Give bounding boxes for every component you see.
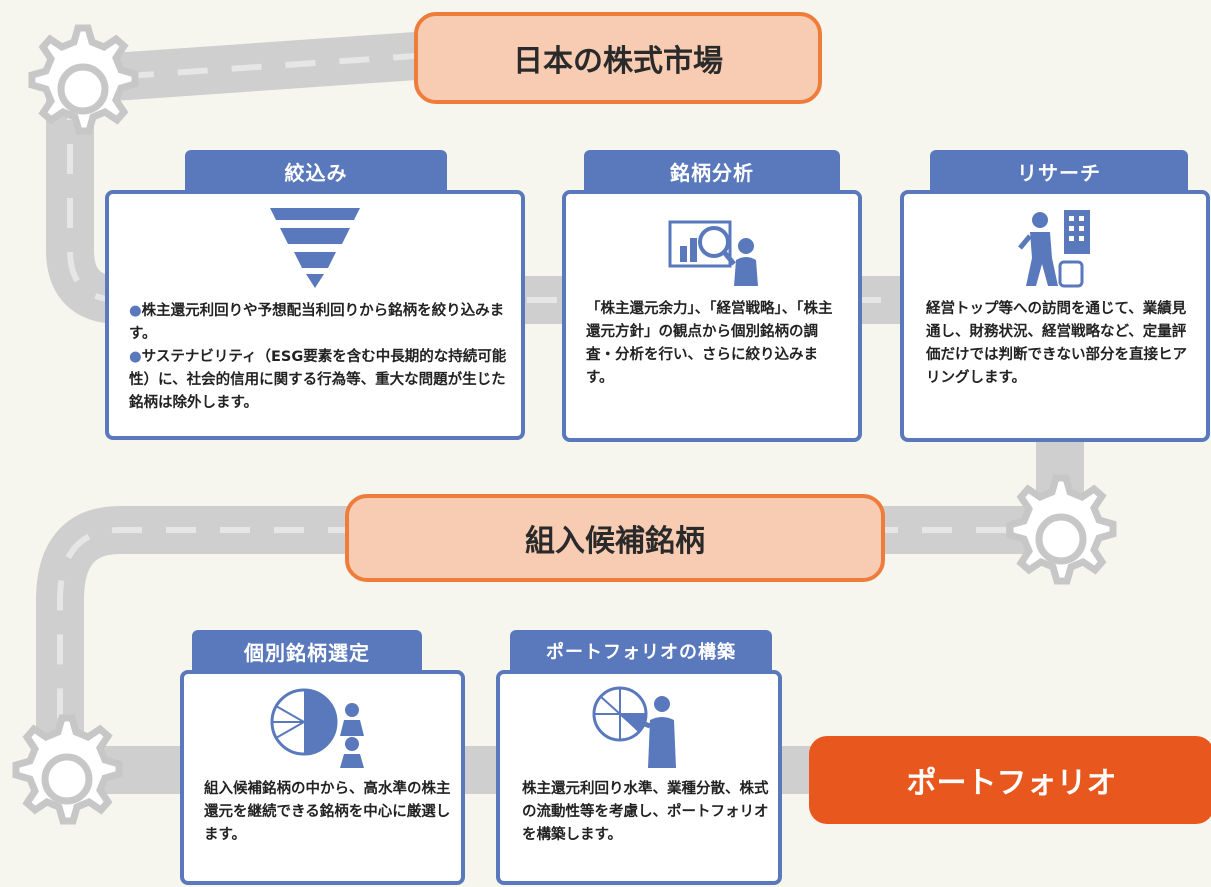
research-text: 経営トップ等への訪問を通じて、業績見通し、財務状況、経営戦略など、定量評価だけで… (926, 301, 1187, 386)
construction-box (496, 670, 782, 885)
research-title: リサーチ (930, 150, 1188, 192)
research-card: リサーチ 経営トップ等への訪問を通じて、業績見通し、財務状況、経営戦略など、定量… (900, 150, 1210, 442)
selection-title: 個別銘柄選定 (192, 630, 422, 672)
gear-icon (12, 714, 123, 825)
portfolio-label: ポートフォリオ (809, 736, 1211, 824)
screening-card: 絞込み ●株主還元利回りや予想配当利回りから銘柄を絞り込みます。 ●サステナビリ… (105, 150, 525, 440)
screening-bullet-1: ●株主還元利回りや予想配当利回りから銘柄を絞り込みます。 (129, 303, 505, 342)
pie-person-icon (592, 686, 676, 768)
gear-icon (1006, 474, 1117, 585)
construction-text: 株主還元利回り水準、業種分散、株式の流動性等を考慮し、ポートフォリオを構築します… (522, 781, 769, 843)
construction-card: ポートフォリオの構築 株主還元利回り水準、業種分散、株式の流動性等を考慮し、ポー… (496, 630, 782, 885)
analysis-person-icon (668, 220, 758, 286)
pie-people-icon (270, 688, 364, 768)
candidate-label: 組入候補銘柄 (345, 494, 885, 582)
market-label: 日本の株式市場 (414, 12, 822, 104)
analysis-title: 銘柄分析 (584, 150, 840, 192)
construction-title: ポートフォリオの構築 (510, 630, 772, 672)
selection-card: 個別銘柄選定 組入候補銘柄の中から、高水準の株主還元を継続できる銘柄を中心に厳選… (180, 630, 465, 885)
screening-title: 絞込み (185, 150, 447, 192)
screening-text: ●株主還元利回りや予想配当利回りから銘柄を絞り込みます。 ●サステナビリティ（E… (129, 300, 509, 415)
analysis-box (562, 190, 862, 442)
analysis-text: 「株主還元余力」、「経営戦略」、「株主還元方針」の観点から個別銘柄の調査・分析を… (586, 301, 833, 386)
funnel-icon (270, 208, 360, 288)
selection-text: 組入候補銘柄の中から、高水準の株主還元を継続できる銘柄を中心に厳選します。 (204, 781, 451, 843)
visit-person-icon (1018, 210, 1090, 288)
research-box (900, 190, 1210, 442)
gear-icon (28, 24, 139, 135)
analysis-card: 銘柄分析 「株主還元余力」、「経営戦略」、「株主還元方針」の観点から個別銘柄の調… (562, 150, 862, 442)
screening-bullet-2: ●サステナビリティ（ESG要素を含む中長期的な持続可能性）に、社会的信用に関する… (129, 349, 507, 411)
